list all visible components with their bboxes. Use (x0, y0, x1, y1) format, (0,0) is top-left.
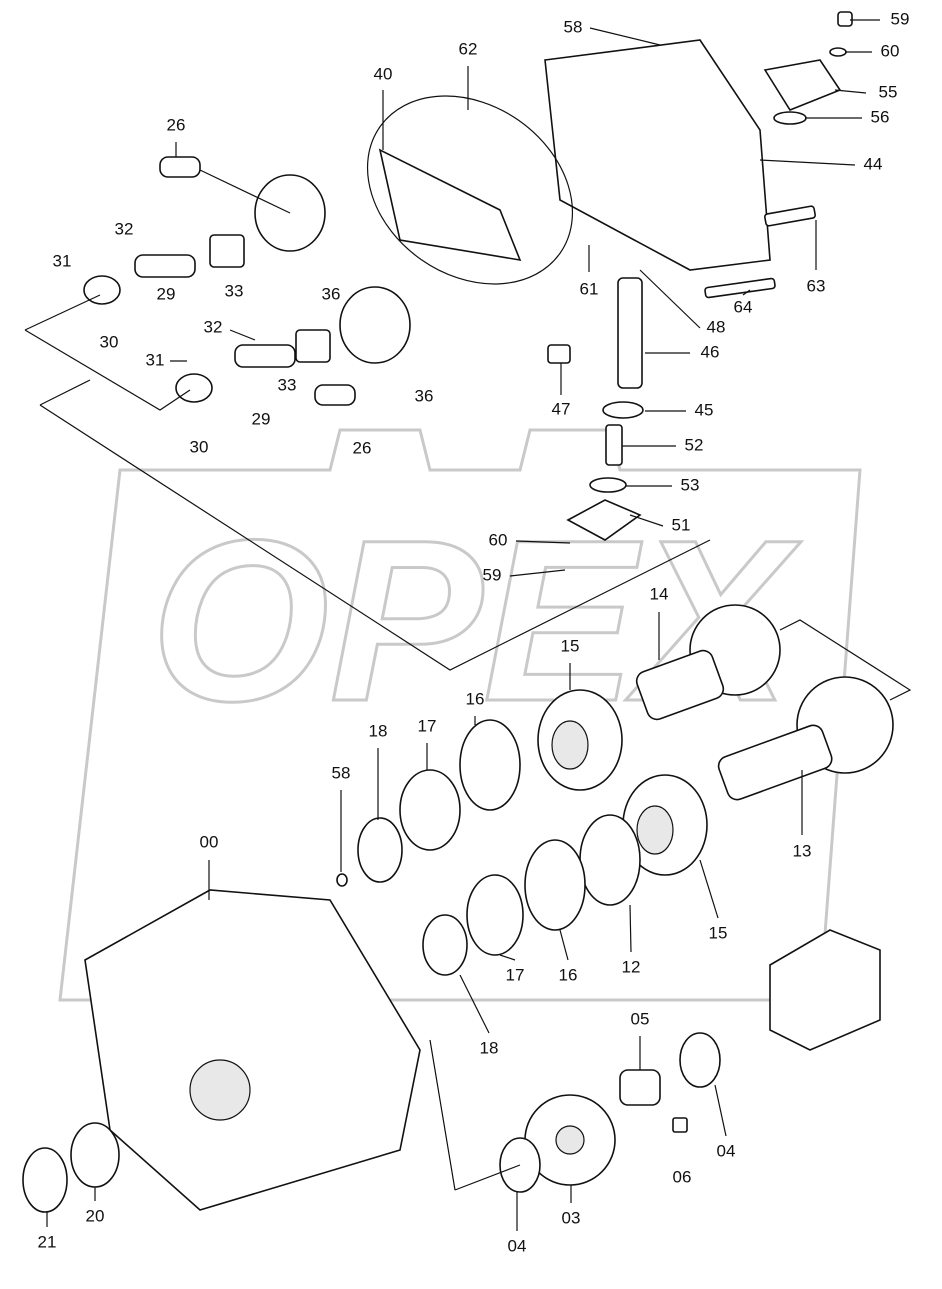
parts (22, 11, 894, 1213)
callout-31b: 31 (146, 350, 165, 369)
callout-14: 14 (650, 584, 669, 603)
flange-51 (566, 499, 642, 541)
callout-46: 46 (701, 342, 720, 361)
pump-housing-44 (544, 39, 771, 271)
callout-17: 17 (418, 716, 437, 735)
callout-58: 58 (564, 17, 583, 36)
cover-plate-55 (763, 59, 842, 111)
callout-31: 31 (53, 251, 72, 270)
callout-33b: 33 (278, 375, 297, 394)
callout-18b: 18 (480, 1038, 499, 1057)
callout-36: 36 (322, 284, 341, 303)
callout-15b: 15 (709, 923, 728, 942)
callout-26b: 26 (353, 438, 372, 457)
callout-15: 15 (561, 636, 580, 655)
callout-32b: 32 (204, 317, 223, 336)
callout-20: 20 (86, 1206, 105, 1225)
callout-63: 63 (807, 276, 826, 295)
pump-motor (769, 929, 881, 1051)
shaft-46 (617, 277, 643, 389)
callout-12: 12 (622, 957, 641, 976)
callout-48: 48 (707, 317, 726, 336)
callout-47: 47 (552, 399, 571, 418)
callout-55: 55 (879, 82, 898, 101)
callout-56: 56 (871, 107, 890, 126)
callout-44: 44 (864, 154, 883, 173)
callout-61: 61 (580, 279, 599, 298)
gasket-62 (366, 95, 574, 285)
callout-51: 51 (672, 515, 691, 534)
callout-32: 32 (115, 219, 134, 238)
callout-58b: 58 (332, 763, 351, 782)
callout-59b: 59 (483, 565, 502, 584)
callout-64: 64 (734, 297, 753, 316)
callout-06: 06 (673, 1167, 692, 1186)
cylinder-block-36b (339, 286, 411, 364)
callout-29b: 29 (252, 409, 271, 428)
callout-04b: 04 (508, 1236, 527, 1255)
callout-29: 29 (157, 284, 176, 303)
callout-45: 45 (695, 400, 714, 419)
valve-plate-40 (378, 148, 522, 262)
callout-21: 21 (38, 1232, 57, 1251)
callout-18: 18 (369, 721, 388, 740)
callout-17b: 17 (506, 965, 525, 984)
callout-03: 03 (562, 1208, 581, 1227)
callout-59: 59 (891, 9, 910, 28)
callout-13: 13 (793, 841, 812, 860)
callouts: 58 59 60 55 56 44 62 40 26 32 31 33 36 2… (38, 9, 910, 1255)
leader-lines (24, 19, 912, 1231)
callout-16b: 16 (559, 965, 578, 984)
housing-00 (84, 889, 421, 1211)
callout-30: 30 (100, 332, 119, 351)
callout-16: 16 (466, 689, 485, 708)
callout-00: 00 (200, 832, 219, 851)
callout-26: 26 (167, 115, 186, 134)
callout-40: 40 (374, 64, 393, 83)
callout-60: 60 (881, 41, 900, 60)
callout-62: 62 (459, 39, 478, 58)
callout-52: 52 (685, 435, 704, 454)
callout-36b: 36 (415, 386, 434, 405)
callout-33: 33 (225, 281, 244, 300)
callout-53: 53 (681, 475, 700, 494)
callout-30b: 30 (190, 437, 209, 456)
callout-60b: 60 (489, 530, 508, 549)
callout-05: 05 (631, 1009, 650, 1028)
callout-04: 04 (717, 1141, 736, 1160)
